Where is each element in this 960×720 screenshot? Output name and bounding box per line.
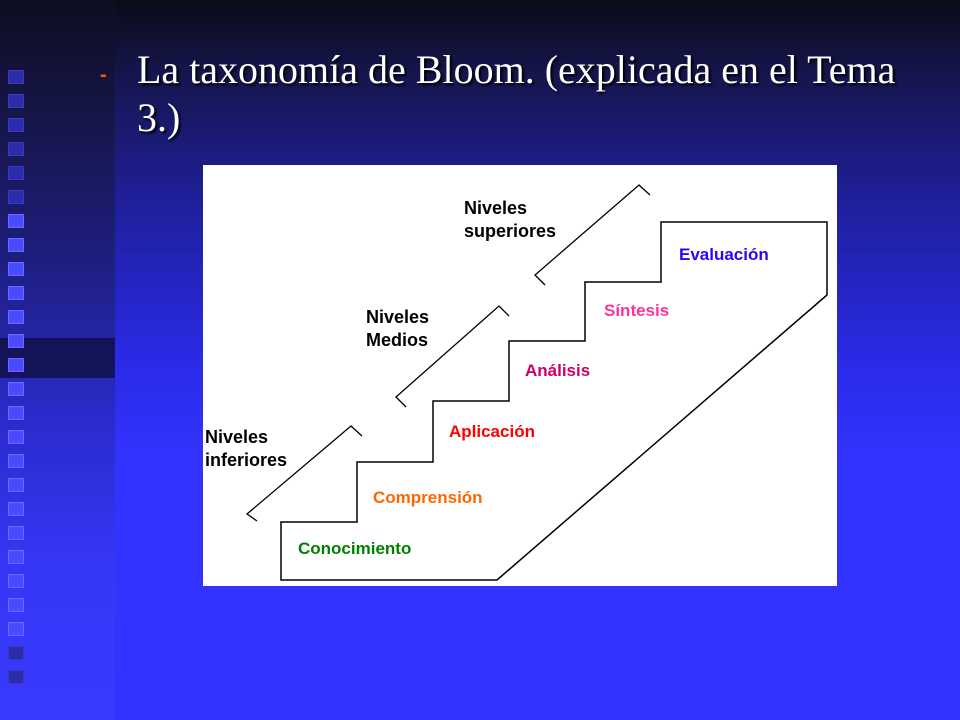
staircase-outline (280, 221, 828, 581)
slide-title: La taxonomía de Bloom. (explicada en el … (137, 47, 896, 140)
level-conocimiento: Conocimiento (298, 539, 412, 558)
level-analisis: Análisis (525, 361, 591, 380)
level-sintesis: Síntesis (604, 301, 670, 320)
bracket-medios (395, 305, 510, 408)
bracket-inferiores (245, 425, 363, 522)
left-decorative-strip (0, 0, 115, 720)
group-niveles-superiores: Niveles superiores (464, 198, 557, 241)
bloom-staircase-diagram: Conocimiento Comprensión Aplicación Anál… (203, 165, 837, 586)
level-comprension: Comprensión (373, 488, 483, 507)
group-niveles-medios: Niveles Medios (366, 307, 430, 350)
bullet-marker: - (100, 64, 107, 86)
bracket-superiores (534, 184, 651, 286)
decorative-squares (8, 70, 24, 694)
level-evaluacion: Evaluación (679, 245, 769, 264)
group-niveles-inferiores: Niveles inferiores (205, 427, 288, 470)
level-aplicacion: Aplicación (449, 422, 535, 441)
staircase-svg (245, 184, 828, 581)
